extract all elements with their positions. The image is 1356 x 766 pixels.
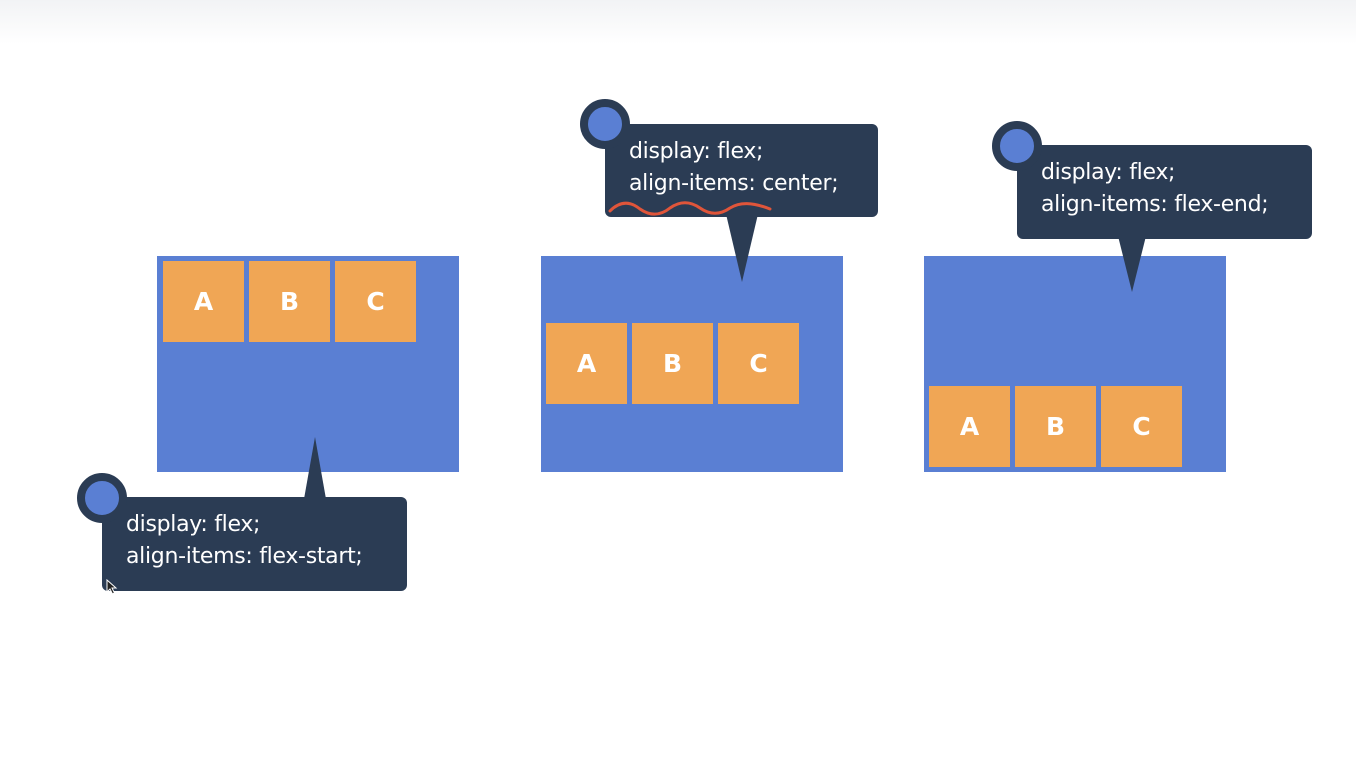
code-bubble-flex-end: display: flex; align-items: flex-end; [1017, 145, 1312, 239]
flex-item-c: C [335, 261, 416, 342]
flex-item-b: B [1015, 386, 1096, 467]
code-bubble-center: display: flex; align-items: center; [605, 124, 878, 217]
code-line-display: display: flex; [1041, 160, 1176, 185]
flex-item-a: A [163, 261, 244, 342]
code-line-align-items: align-items: flex-end; [1041, 192, 1269, 217]
bubble-pointer [726, 214, 758, 282]
bubble-pointer [304, 437, 326, 499]
bubble-dot [580, 99, 630, 149]
bubble-dot [992, 121, 1042, 171]
code-line-display: display: flex; [629, 139, 764, 164]
flex-container-flex-start: A B C [157, 256, 459, 472]
flex-container-center: A B C [541, 256, 843, 472]
red-underline-squiggle [608, 201, 772, 216]
mouse-cursor-icon [106, 579, 118, 595]
bubble-dot [77, 473, 127, 523]
flex-item-a: A [546, 323, 627, 404]
flex-item-c: C [718, 323, 799, 404]
bubble-pointer [1118, 236, 1146, 292]
top-bar [0, 0, 1356, 44]
code-line-align-items: align-items: flex-start; [126, 544, 363, 569]
flex-item-b: B [249, 261, 330, 342]
flex-item-a: A [929, 386, 1010, 467]
code-line-align-items: align-items: center; [629, 171, 839, 196]
code-bubble-flex-start: display: flex; align-items: flex-start; [102, 497, 407, 591]
code-line-display: display: flex; [126, 512, 261, 537]
flex-container-flex-end: A B C [924, 256, 1226, 472]
flex-item-b: B [632, 323, 713, 404]
flex-item-c: C [1101, 386, 1182, 467]
